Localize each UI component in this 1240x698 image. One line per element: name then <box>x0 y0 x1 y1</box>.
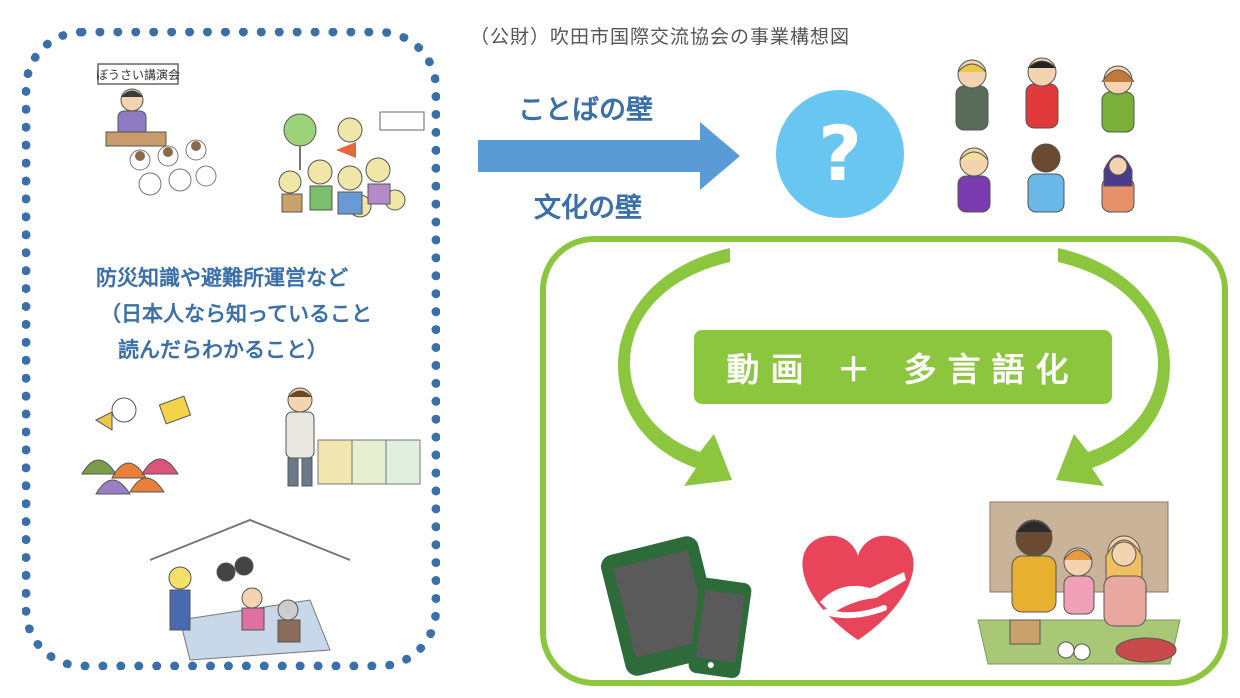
lecture-illustration: ぼうさい講演会 <box>96 63 217 196</box>
lecture-sign-text: ぼうさい講演会 <box>96 67 180 82</box>
evacuation-shelter-illustration <box>149 518 351 661</box>
left-text-line-1: 防災知識や避難所運営など <box>96 266 348 290</box>
evacuation-guide-illustration <box>81 395 192 495</box>
heart-hands-icon <box>802 535 914 640</box>
diagram-title: （公財）吹田市国際交流協会の事業構想図 <box>470 26 851 48</box>
confused-people-illustration <box>955 57 1135 213</box>
left-curve-arrow <box>618 248 732 486</box>
language-barrier-label: ことばの壁 <box>518 95 653 126</box>
svg-text:?: ? <box>818 109 862 198</box>
drill-group-illustration <box>278 111 425 218</box>
question-icon: ? <box>776 90 904 218</box>
solution-panel-border <box>540 236 1228 686</box>
left-text-line-2: （日本人なら知っていること <box>100 302 372 326</box>
shelter-staff-illustration <box>285 387 421 487</box>
left-panel-border <box>22 28 440 670</box>
right-curve-arrow <box>1056 248 1170 486</box>
family-shelter-illustration <box>977 501 1181 665</box>
culture-barrier-label: 文化の壁 <box>534 193 642 224</box>
left-text-line-3: 読んだらわかること） <box>118 338 328 362</box>
solution-banner: 動画 ＋ 多言語化 <box>694 330 1112 404</box>
barrier-arrow <box>478 122 740 190</box>
smartphone-icon <box>688 577 752 679</box>
